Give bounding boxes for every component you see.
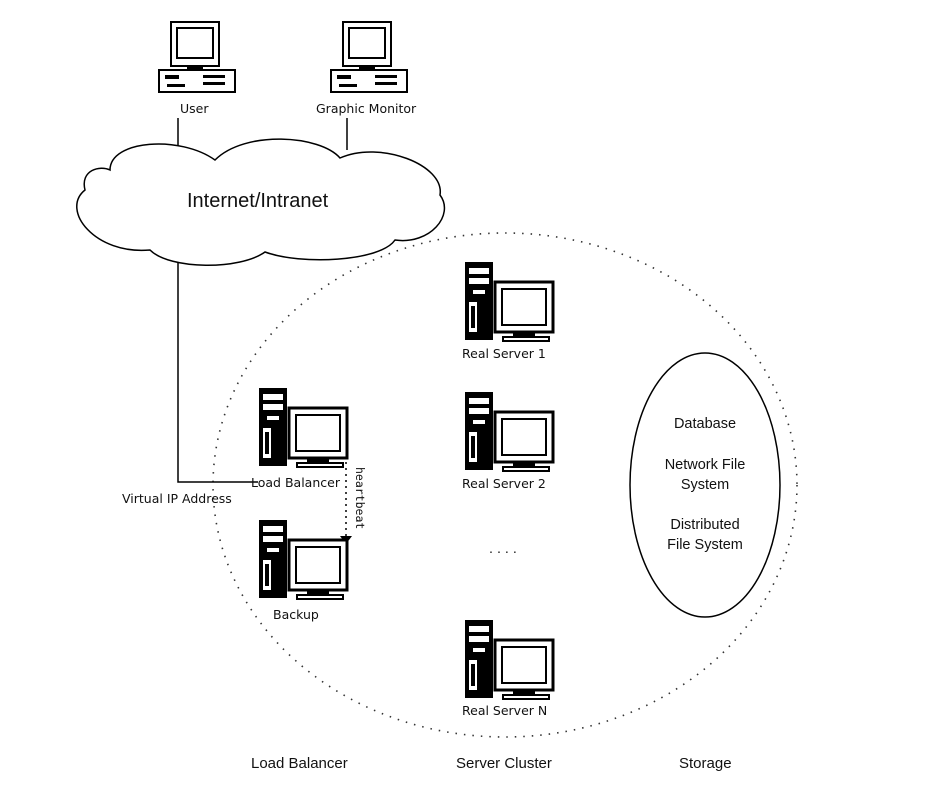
tier-label-storage: Storage bbox=[679, 755, 732, 772]
vip-link bbox=[177, 260, 258, 483]
real-server-1-label: Real Server 1 bbox=[462, 346, 546, 361]
user-computer-icon bbox=[158, 21, 236, 93]
backup-computer-icon bbox=[257, 518, 349, 601]
network-label: Internet/Intranet bbox=[187, 190, 329, 212]
storage-boundary bbox=[629, 352, 781, 618]
storage-nfs: Network File System bbox=[664, 457, 746, 493]
vip-label: Virtual IP Address bbox=[122, 491, 232, 506]
real-server-n-icon bbox=[463, 618, 555, 701]
servers-ellipsis: . . . . bbox=[489, 541, 517, 556]
storage-database: Database bbox=[673, 416, 737, 432]
real-server-2-icon bbox=[463, 390, 555, 473]
tier-label-load-balancer: Load Balancer bbox=[251, 755, 348, 772]
user-label: User bbox=[180, 101, 209, 116]
tier-label-server-cluster: Server Cluster bbox=[456, 755, 552, 772]
heartbeat-label: heartbeat bbox=[353, 467, 367, 530]
monitor-computer-icon bbox=[330, 21, 408, 93]
load-balancer-computer-icon bbox=[257, 386, 349, 469]
storage-dfs: Distributed File System bbox=[667, 517, 743, 553]
real-server-2-label: Real Server 2 bbox=[462, 476, 546, 491]
cluster-boundary bbox=[212, 232, 798, 738]
backup-label: Backup bbox=[273, 607, 319, 622]
cloud-icon bbox=[76, 138, 446, 266]
real-server-n-label: Real Server N bbox=[462, 703, 548, 718]
load-balancer-label: Load Balancer bbox=[251, 475, 340, 490]
real-server-1-icon bbox=[463, 260, 555, 343]
graphic-monitor-label: Graphic Monitor bbox=[316, 101, 417, 116]
